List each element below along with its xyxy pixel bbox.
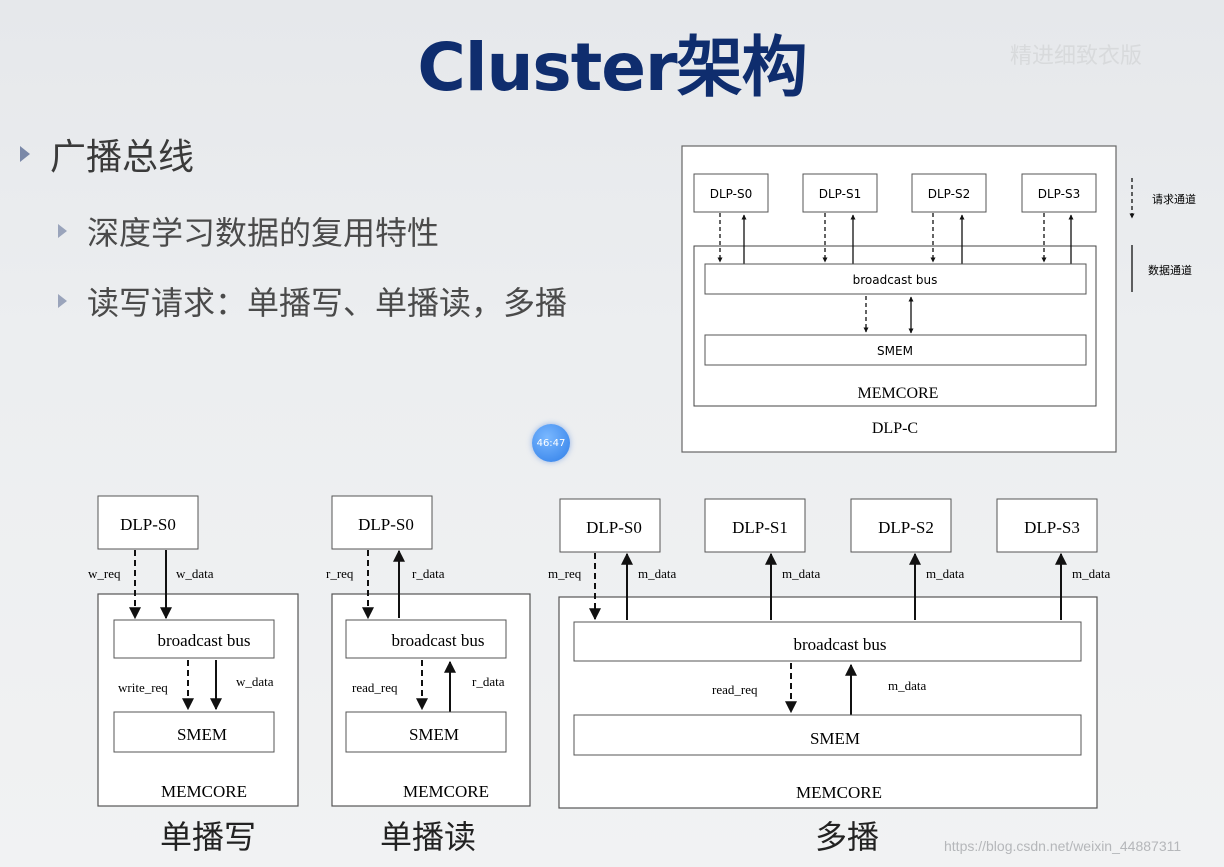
watermark: https://blog.csdn.net/weixin_44887311 <box>944 838 1182 854</box>
read-inner-req: read_req <box>352 680 398 695</box>
write-node: DLP-S0 <box>120 515 176 534</box>
multi-inner-data: m_data <box>888 678 926 693</box>
read-diagram: DLP-S0 r_req r_data broadcast bus read_r… <box>326 495 531 807</box>
multi-data-2: m_data <box>926 566 964 581</box>
multi-node-1: DLP-S1 <box>732 518 788 537</box>
read-node: DLP-S0 <box>358 515 414 534</box>
top-diagram: DLP-S0 DLP-S1 DLP-S2 DLP-S3 broadcast bu… <box>681 145 1196 453</box>
read-data: r_data <box>412 566 445 581</box>
caption-read: 单播读 <box>380 818 477 856</box>
bullet-triangle-icon <box>58 294 67 308</box>
top-node-1: DLP-S1 <box>819 187 861 201</box>
faded-corner-text: 精进细致衣版 <box>1010 44 1143 69</box>
read-smem: SMEM <box>409 725 459 744</box>
write-smem: SMEM <box>177 725 227 744</box>
top-smem-label: SMEM <box>877 344 913 358</box>
read-memcore: MEMCORE <box>403 782 489 801</box>
multi-req: m_req <box>548 566 582 581</box>
multi-node-2: DLP-S2 <box>878 518 934 537</box>
bullet-triangle-icon <box>58 224 67 238</box>
bullet-main-text: 广播总线 <box>50 137 195 178</box>
write-data: w_data <box>176 566 214 581</box>
multi-smem: SMEM <box>810 729 860 748</box>
write-req: w_req <box>88 566 121 581</box>
legend-data: 数据通道 <box>1148 263 1192 277</box>
read-inner-data: r_data <box>472 674 505 689</box>
write-inner-data: w_data <box>236 674 274 689</box>
bullet-sub-2-text: 读写请求：单播写、单播读，多播 <box>87 284 568 322</box>
multi-diagram: DLP-S0 DLP-S1 DLP-S2 DLP-S3 m_req m_data… <box>548 498 1110 809</box>
caption-multi: 多播 <box>815 818 880 856</box>
bullet-main: 广播总线 <box>20 128 194 180</box>
multi-bus: broadcast bus <box>793 635 886 654</box>
write-diagram: DLP-S0 w_req w_data broadcast bus write_… <box>88 495 299 807</box>
write-inner-req: write_req <box>118 680 168 695</box>
legend-request: 请求通道 <box>1152 192 1196 206</box>
caption-write: 单播写 <box>160 818 257 856</box>
top-node-3: DLP-S3 <box>1038 187 1080 201</box>
bullet-sub-2: 读写请求：单播写、单播读，多播 <box>58 278 567 324</box>
top-bus-label: broadcast bus <box>853 273 938 287</box>
write-memcore: MEMCORE <box>161 782 247 801</box>
page-title: Cluster架构 <box>417 29 807 106</box>
top-memcore-label: MEMCORE <box>858 385 939 402</box>
multi-inner-req: read_req <box>712 682 758 697</box>
multi-memcore: MEMCORE <box>796 783 882 802</box>
read-bus: broadcast bus <box>391 631 484 650</box>
write-bus: broadcast bus <box>157 631 250 650</box>
bullet-sub-1-text: 深度学习数据的复用特性 <box>87 214 440 252</box>
top-node-2: DLP-S2 <box>928 187 970 201</box>
multi-data-3: m_data <box>1072 566 1110 581</box>
multi-data-0: m_data <box>638 566 676 581</box>
top-node-0: DLP-S0 <box>710 187 752 201</box>
bullet-sub-1: 深度学习数据的复用特性 <box>58 208 439 254</box>
bullet-triangle-icon <box>20 146 30 162</box>
multi-data-1: m_data <box>782 566 820 581</box>
timer-badge[interactable]: 46:47 <box>532 424 570 462</box>
read-req: r_req <box>326 566 354 581</box>
multi-node-0: DLP-S0 <box>586 518 642 537</box>
multi-node-3: DLP-S3 <box>1024 518 1080 537</box>
top-container-label: DLP-C <box>872 420 918 437</box>
